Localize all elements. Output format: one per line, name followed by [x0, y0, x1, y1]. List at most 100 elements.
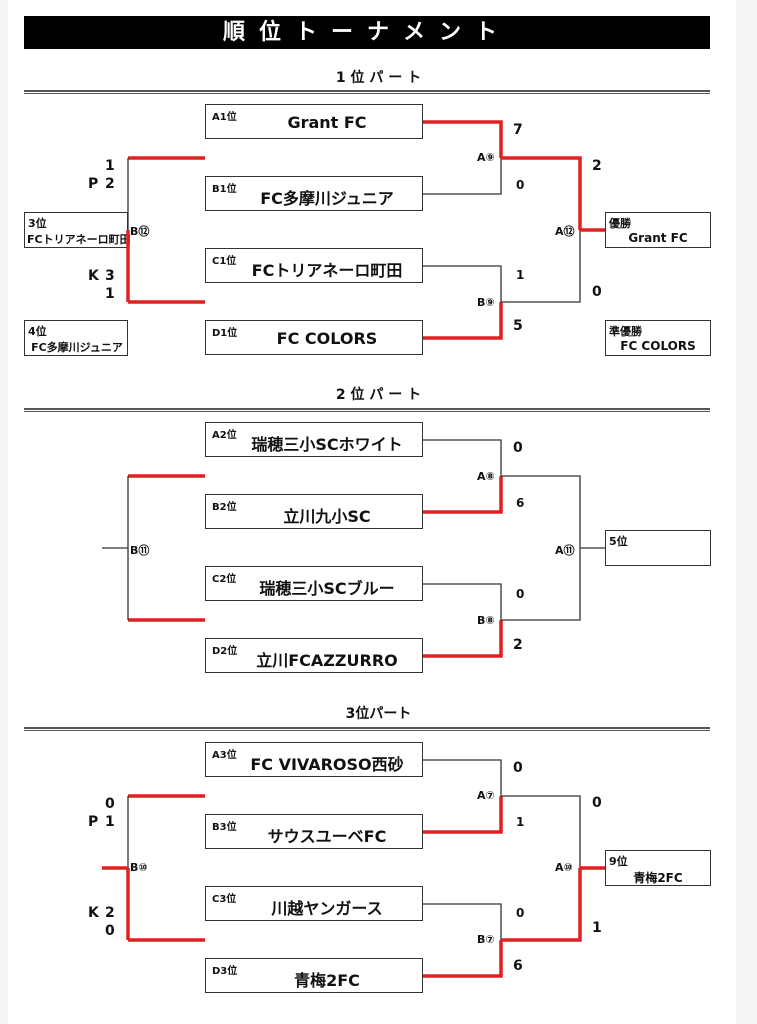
- score-b7-top: 0: [516, 906, 525, 920]
- score-a12-top: 2: [592, 158, 602, 174]
- team-box-c2: C2位 瑞穂三小SCブルー: [205, 566, 423, 601]
- result-label: 優勝: [609, 217, 631, 230]
- bracket-line: [423, 903, 502, 940]
- playoff-b12-bottom-score: 1: [105, 286, 115, 302]
- team-box-b2: B2位 立川九小SC: [205, 494, 423, 529]
- team-name: サウスユーベFC: [267, 827, 387, 846]
- result-label: 5位: [609, 535, 628, 548]
- result-label: 3位: [28, 217, 47, 230]
- bracket-line: [423, 158, 502, 195]
- team-name: FCトリアネーロ町田: [251, 261, 403, 280]
- result-label: 準優勝: [609, 325, 642, 338]
- bracket-line: [423, 940, 503, 978]
- page-title: 順位トーナメント: [24, 16, 710, 49]
- bracket-line: [423, 759, 502, 796]
- score-a8-bottom: 6: [516, 496, 525, 510]
- bracket-line: [501, 156, 582, 230]
- part-1-divider: [24, 90, 710, 94]
- seed-label: B1位: [212, 184, 237, 195]
- team-name: 瑞穂三小SCホワイト: [251, 435, 403, 454]
- result-label: 4位: [28, 325, 47, 338]
- seed-label: C3位: [212, 894, 237, 905]
- score-b8-bottom: 2: [513, 637, 523, 653]
- bracket-line: [423, 620, 503, 658]
- seed-label: C2位: [212, 574, 237, 585]
- score-b9-bottom: 5: [513, 318, 523, 334]
- seed-label: B3位: [212, 822, 237, 833]
- team-box-d2: D2位 立川FCAZZURRO: [205, 638, 423, 673]
- playoff-b12-bottom-pk: 3: [105, 268, 115, 284]
- result-team: 青梅2FC: [633, 871, 683, 885]
- match-label-a7: A⑦: [477, 789, 495, 802]
- bracket-line: [423, 796, 503, 834]
- result-label: 9位: [609, 855, 628, 868]
- team-box-b3: B3位 サウスユーベFC: [205, 814, 423, 849]
- playoff-b10-bottom-score: 0: [105, 923, 115, 939]
- bracket-line: [423, 439, 502, 476]
- bracket-line: [501, 475, 581, 548]
- pk-mark-k: K: [88, 268, 99, 284]
- team-box-d3: D3位青梅2FC: [205, 958, 423, 993]
- score-b9-top: 1: [516, 268, 525, 282]
- team-box-a3: A3位 FC VIVAROSO西砂: [205, 742, 423, 777]
- team-box-b1: B1位 FC多摩川ジュニア: [205, 176, 423, 211]
- seed-label: B2位: [212, 502, 237, 513]
- team-name: 瑞穂三小SCブルー: [259, 579, 395, 598]
- pk-mark-k: K: [88, 905, 99, 921]
- team-box-a2: A2位 瑞穂三小SCホワイト: [205, 422, 423, 457]
- team-name: 川越ヤンガース: [271, 899, 383, 918]
- match-label-a12: A⑫: [555, 225, 575, 238]
- team-box-c1: C1位 FCトリアネーロ町田: [205, 248, 423, 283]
- seed-label: A2位: [212, 430, 237, 441]
- ninth-place-box: 9位青梅2FC: [605, 850, 711, 886]
- team-name: 立川FCAZZURRO: [256, 651, 398, 670]
- match-label-b7: B⑦: [477, 933, 495, 946]
- match-label-a11: A⑪: [555, 544, 575, 557]
- seed-label: A3位: [212, 750, 237, 761]
- bracket-line: [423, 302, 503, 340]
- bracket-line: [501, 230, 581, 303]
- score-a12-bottom: 0: [592, 284, 602, 300]
- seed-label: D3位: [212, 966, 238, 977]
- pk-mark-p: P: [88, 814, 99, 830]
- seed-label: A1位: [212, 112, 237, 123]
- part-3-title: 3位パート: [345, 706, 412, 722]
- bracket-line: [501, 868, 582, 942]
- match-label-b8: B⑧: [477, 614, 495, 627]
- bracket-line: [423, 120, 503, 158]
- playoff-b12-top-score: 1: [105, 158, 115, 174]
- team-name: FC VIVAROSO西砂: [250, 755, 404, 774]
- match-label-a8: A⑧: [477, 470, 495, 483]
- playoff-b10-bottom-pk: 2: [105, 905, 115, 921]
- pk-mark-p: P: [88, 176, 99, 192]
- part-2-divider: [24, 408, 710, 412]
- part-1-title: 1 位 パ ー ト: [335, 70, 422, 86]
- score-a8-top: 0: [513, 440, 523, 456]
- score-a9-top: 7: [513, 122, 523, 138]
- score-a9-bottom: 0: [516, 178, 525, 192]
- score-b7-bottom: 6: [513, 958, 523, 974]
- result-team: FCトリアネーロ町田: [27, 233, 131, 246]
- playoff-b10-top-score: 0: [105, 796, 115, 812]
- bracket-line: [423, 476, 503, 514]
- match-label-b10: B⑩: [130, 861, 148, 874]
- seed-label: C1位: [212, 256, 237, 267]
- fifth-place-box: 5位: [605, 530, 711, 566]
- match-label-b12: B⑫: [130, 225, 150, 238]
- playoff-b10-top-pk: 1: [105, 814, 115, 830]
- result-team: FC COLORS: [620, 339, 696, 353]
- team-name: FC COLORS: [276, 329, 378, 348]
- bracket-line: [423, 265, 502, 302]
- match-label-a9: A⑨: [477, 151, 495, 164]
- bracket-line: [501, 548, 581, 621]
- seed-label: D2位: [212, 646, 238, 657]
- team-name: 立川九小SC: [283, 507, 371, 526]
- team-box-c3: C3位 川越ヤンガース: [205, 886, 423, 921]
- team-name: FC多摩川ジュニア: [260, 189, 394, 208]
- part-2-title: 2 位 パ ー ト: [335, 387, 422, 403]
- seed-label: D1位: [212, 328, 238, 339]
